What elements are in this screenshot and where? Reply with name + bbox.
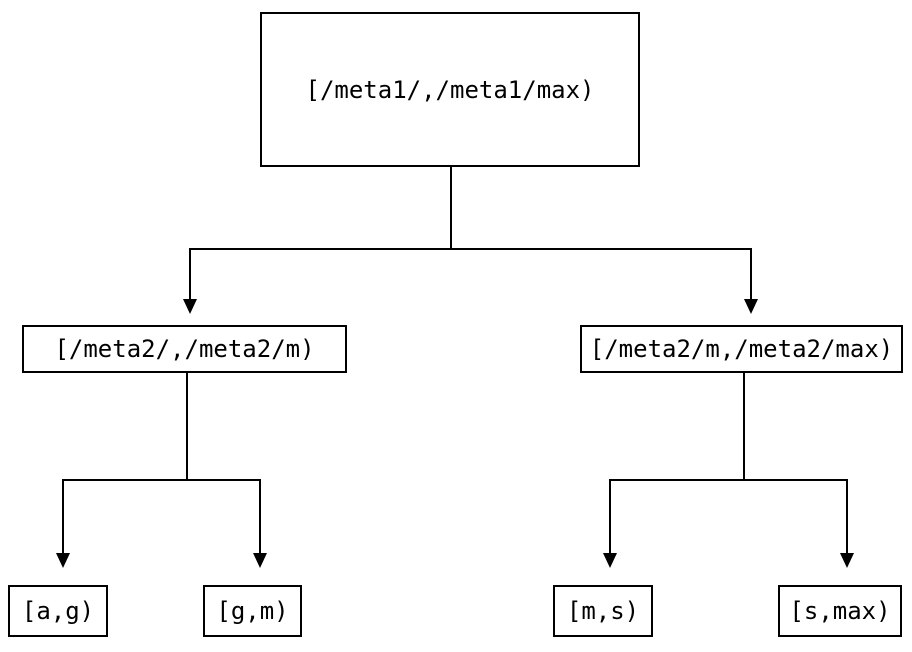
arrowhead-down-icon [840,553,854,568]
node-left-right: [g,m) [203,585,302,637]
arrowhead-down-icon [183,299,197,314]
node-root: [/meta1/,/meta1/max) [260,12,640,167]
node-left: [/meta2/,/meta2/m) [22,325,347,373]
node-right: [/meta2/m,/meta2/max) [580,325,903,373]
arrowhead-down-icon [253,553,267,568]
arrowhead-down-icon [56,553,70,568]
edge-left-children [56,373,267,568]
node-left-left: [a,g) [8,585,108,637]
node-right-left: [m,s) [553,585,653,637]
edge-root-children [183,167,758,314]
edge-right-children [603,373,854,568]
arrowhead-down-icon [603,553,617,568]
node-right-right: [s,max) [778,585,902,637]
arrowhead-down-icon [744,299,758,314]
